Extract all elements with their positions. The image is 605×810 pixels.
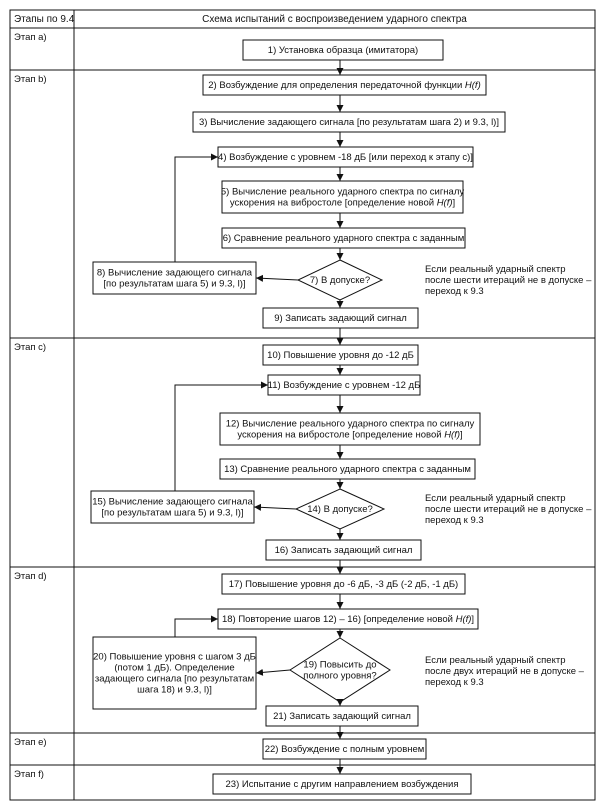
svg-text:[по результатам шага 5) и 9.3,: [по результатам шага 5) и 9.3, l)] [101, 508, 243, 519]
svg-text:шага 18) и 9.3, l)]: шага 18) и 9.3, l)] [137, 685, 212, 696]
step-17-box: 17) Повышение уровня до -6 дБ, -3 дБ (-2… [221, 573, 466, 595]
arrow-7-8 [255, 274, 299, 282]
svg-text:Если реальный ударный спектр: Если реальный ударный спектр [425, 655, 565, 666]
svg-text:(потом 1 дБ). Определение: (потом 1 дБ). Определение [114, 663, 234, 674]
step-15-box: 15) Вычисление задающего сигнала[по резу… [90, 490, 255, 524]
header-scheme-title: Схема испытаний с воспроизведением ударн… [202, 14, 467, 25]
step-11-box: 11) Возбуждение с уровнем -12 дБ [267, 374, 421, 396]
step-2-box: 2) Возбуждение для определения передаточ… [202, 74, 487, 96]
svg-text:8) Вычисление задающего сигнал: 8) Вычисление задающего сигнала [97, 268, 253, 279]
step-20-box: 20) Повышение уровня с шагом 3 дБ(потом … [92, 636, 257, 710]
svg-text:23) Испытание с другим направл: 23) Испытание с другим направлением возб… [226, 779, 459, 790]
step-16-box: 16) Записать задающий сигнал [265, 539, 422, 561]
step-1-box: 1) Установка образца (имитатора) [242, 39, 444, 61]
step-18-box: 18) Повторение шагов 12) – 16) [определе… [217, 608, 479, 630]
svg-text:Если реальный ударный спектр: Если реальный ударный спектр [425, 264, 565, 275]
step-23-box: 23) Испытание с другим направлением возб… [212, 773, 472, 795]
stage-label-e: Этап e) [14, 737, 47, 748]
svg-text:18) Повторение шагов 12) – 16): 18) Повторение шагов 12) – 16) [определе… [222, 614, 474, 625]
svg-text:после шести итераций не в допу: после шести итераций не в допуске – [425, 275, 592, 286]
stage-label-a: Этап a) [14, 32, 47, 43]
svg-text:4) Возбуждение с уровнем -18 д: 4) Возбуждение с уровнем -18 дБ [или пер… [218, 152, 473, 163]
svg-text:16) Записать задающий сигнал: 16) Записать задающий сигнал [275, 545, 413, 556]
step-5-box: 5) Вычисление реального ударного спектра… [221, 180, 465, 214]
step-12-box: 12) Вычисление реального ударного спектр… [219, 412, 481, 446]
svg-text:Если реальный ударный спектр: Если реальный ударный спектр [425, 493, 565, 504]
svg-text:15) Вычисление задающего сигна: 15) Вычисление задающего сигнала [92, 497, 253, 508]
step-9-box: 9) Записать задающий сигнал [262, 307, 419, 329]
svg-text:6) Сравнение реального ударног: 6) Сравнение реального ударного спектра … [223, 233, 465, 244]
svg-text:17) Повышение уровня до -6 дБ,: 17) Повышение уровня до -6 дБ, -3 дБ (-2… [229, 579, 458, 590]
svg-text:переход к 9.3: переход к 9.3 [425, 677, 484, 688]
header-stages-label: Этапы по 9.4 [14, 14, 75, 25]
svg-text:19) Повысить до: 19) Повысить до [303, 660, 376, 671]
arrow-15-11 [174, 381, 268, 491]
stage-label-d: Этап d) [14, 571, 47, 582]
svg-text:задающего сигнала [по результа: задающего сигнала [по результатам [95, 674, 254, 685]
stage-label-c: Этап c) [14, 342, 46, 353]
arrow-19-20 [255, 668, 291, 676]
svg-text:после двух итераций не в допус: после двух итераций не в допуске – [425, 666, 585, 677]
svg-text:2) Возбуждение для определения: 2) Возбуждение для определения передаточ… [208, 80, 480, 91]
svg-text:12) Вычисление реального ударн: 12) Вычисление реального ударного спектр… [226, 419, 475, 430]
svg-text:ускорения на вибростоле [опред: ускорения на вибростоле [определение нов… [237, 430, 462, 441]
step-21-box: 21) Записать задающий сигнал [265, 705, 419, 727]
svg-text:полного уровня?: полного уровня? [303, 671, 376, 682]
arrow-14-15 [253, 503, 297, 511]
svg-text:13) Сравнение реального ударно: 13) Сравнение реального ударного спектра… [224, 464, 471, 475]
svg-text:1) Установка образца (имитатор: 1) Установка образца (имитатора) [268, 45, 418, 56]
svg-text:14) В допуске?: 14) В допуске? [307, 504, 373, 515]
svg-text:переход к 9.3: переход к 9.3 [425, 515, 484, 526]
arrow-8-4 [174, 153, 218, 262]
stage-label-b: Этап b) [14, 74, 47, 85]
svg-text:3) Вычисление задающего сигнал: 3) Вычисление задающего сигнала [по резу… [199, 117, 499, 128]
stage-label-f: Этап f) [14, 769, 44, 780]
svg-text:20) Повышение уровня с шагом 3: 20) Повышение уровня с шагом 3 дБ [93, 652, 256, 663]
step-4-box: 4) Возбуждение с уровнем -18 дБ [или пер… [217, 146, 474, 168]
step-13-box: 13) Сравнение реального ударного спектра… [219, 458, 476, 480]
step-22-box: 22) Возбуждение с полным уровнем [262, 738, 427, 760]
svg-text:ускорения на вибростоле [опред: ускорения на вибростоле [определение нов… [230, 198, 455, 209]
svg-text:11) Возбуждение с уровнем -12: 11) Возбуждение с уровнем -12 дБ [268, 380, 421, 391]
step-6-box: 6) Сравнение реального ударного спектра … [221, 227, 466, 249]
svg-text:после шести итераций не в допу: после шести итераций не в допуске – [425, 504, 592, 515]
svg-text:[по результатам шага 5) и 9.3,: [по результатам шага 5) и 9.3, l)] [103, 279, 245, 290]
table-frame [9, 9, 596, 801]
step-7-decision: 7) В допуске? [296, 259, 384, 301]
step-8-box: 8) Вычисление задающего сигнала[по резул… [92, 261, 257, 295]
step-14-decision: 14) В допуске? [294, 488, 386, 530]
step-10-box: 10) Повышение уровня до -12 дБ [262, 344, 419, 366]
svg-text:переход к 9.3: переход к 9.3 [425, 286, 484, 297]
svg-text:9) Записать задающий сигнал: 9) Записать задающий сигнал [274, 313, 407, 324]
svg-text:5) Вычисление реального ударно: 5) Вычисление реального ударного спектра… [221, 187, 465, 198]
arrow-20-18 [174, 615, 218, 637]
svg-text:22) Возбуждение с полным уровн: 22) Возбуждение с полным уровнем [265, 744, 425, 755]
svg-text:21) Записать задающий сигнал: 21) Записать задающий сигнал [273, 711, 411, 722]
step-3-box: 3) Вычисление задающего сигнала [по резу… [192, 111, 506, 133]
svg-text:10) Повышение уровня до -12 дБ: 10) Повышение уровня до -12 дБ [267, 350, 414, 361]
svg-text:7) В допуске?: 7) В допуске? [310, 275, 370, 286]
